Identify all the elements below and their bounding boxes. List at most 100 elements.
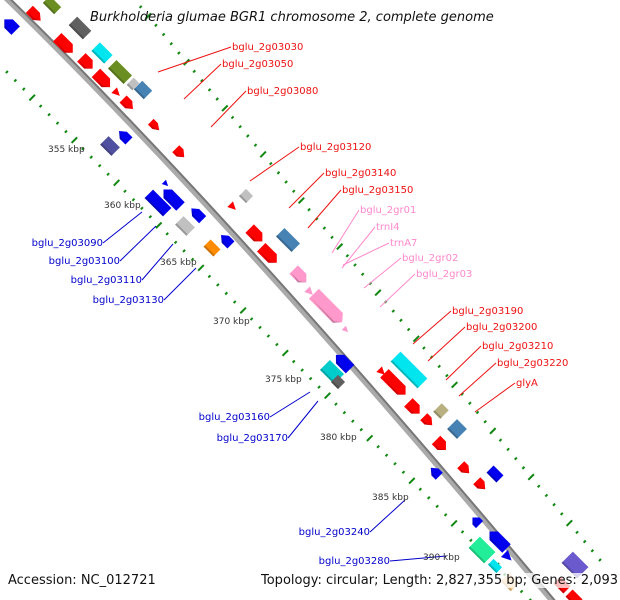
gene-label[interactable]: bglu_2g03100 <box>49 256 120 267</box>
leader-line <box>102 211 143 244</box>
gene-feature[interactable] <box>91 42 113 64</box>
tick-mark <box>148 215 153 219</box>
tick-mark <box>514 456 518 461</box>
gene-feature[interactable] <box>227 201 238 212</box>
gene-feature[interactable] <box>25 5 44 24</box>
gene-feature[interactable] <box>469 514 484 529</box>
gene-feature[interactable] <box>485 527 511 553</box>
gene-feature[interactable] <box>565 589 583 600</box>
tick-mark <box>460 530 465 534</box>
rna-label[interactable]: bglu_2gr03 <box>416 269 472 280</box>
gene-feature[interactable] <box>275 227 301 253</box>
gene-label[interactable]: bglu_2g03190 <box>452 306 523 317</box>
tick-label: 385 kbp <box>372 493 409 503</box>
gene-feature[interactable] <box>245 224 266 245</box>
gene-feature[interactable] <box>159 185 185 211</box>
rna-label[interactable]: trnA7 <box>390 238 417 249</box>
gene-feature[interactable] <box>238 188 254 204</box>
gene-label[interactable]: glyA <box>516 378 538 389</box>
gene-feature[interactable] <box>107 59 133 85</box>
gene-label[interactable]: bglu_2g03200 <box>466 322 537 333</box>
gene-feature[interactable] <box>330 374 346 390</box>
gene-label[interactable]: bglu_2g03050 <box>222 59 293 70</box>
gene-feature[interactable] <box>172 145 188 161</box>
gene-feature[interactable] <box>380 369 410 399</box>
gene-feature[interactable] <box>111 87 122 98</box>
gene-feature[interactable] <box>289 265 310 286</box>
tick-mark <box>559 512 564 516</box>
leader-line <box>341 226 376 269</box>
gene-feature[interactable] <box>68 16 92 40</box>
tick-mark <box>224 291 229 296</box>
rna-label[interactable]: bglu_2gr01 <box>360 205 416 216</box>
gene-feature[interactable] <box>308 288 347 327</box>
gene-label[interactable]: bglu_2g03080 <box>247 86 318 97</box>
gene-feature[interactable] <box>376 366 387 377</box>
gene-feature[interactable] <box>42 0 62 15</box>
tick-mark <box>565 519 573 527</box>
gene-label[interactable]: bglu_2g03280 <box>319 556 390 567</box>
gene-feature[interactable] <box>100 136 120 156</box>
gene-feature[interactable] <box>486 465 504 483</box>
gene-feature[interactable] <box>420 413 436 429</box>
gene-feature[interactable] <box>77 53 97 73</box>
gene-label[interactable]: bglu_2g03120 <box>300 142 371 153</box>
gene-label[interactable]: bglu_2g03030 <box>232 42 303 53</box>
gene-label[interactable]: bglu_2g03160 <box>199 412 270 423</box>
gene-feature[interactable] <box>256 242 281 267</box>
gene-feature[interactable] <box>404 398 424 418</box>
tick-mark <box>582 539 587 544</box>
gene-feature[interactable] <box>487 558 503 574</box>
tick-mark <box>38 104 43 108</box>
gene-feature[interactable] <box>447 419 467 439</box>
gene-feature[interactable] <box>0 15 20 35</box>
tick-mark <box>144 12 152 20</box>
gene-feature[interactable] <box>147 118 162 133</box>
tick-mark <box>154 23 158 28</box>
gene-feature[interactable] <box>203 239 221 257</box>
gene-feature[interactable] <box>431 435 450 454</box>
gene-label[interactable]: bglu_2g03170 <box>217 433 288 444</box>
gene-feature[interactable] <box>91 68 115 92</box>
gene-feature[interactable] <box>457 461 473 477</box>
gene-feature[interactable] <box>116 128 133 145</box>
gene-feature[interactable] <box>433 403 449 419</box>
gene-feature[interactable] <box>133 80 153 100</box>
leader-line <box>412 310 452 345</box>
gene-label[interactable]: bglu_2g03220 <box>497 358 568 369</box>
gene-label[interactable]: bglu_2g03130 <box>93 295 164 306</box>
gene-feature[interactable] <box>390 351 428 389</box>
tick-mark <box>215 97 219 101</box>
rna-label[interactable]: bglu_2gr02 <box>402 253 458 264</box>
gene-feature[interactable] <box>52 32 77 57</box>
tick-mark <box>376 444 380 449</box>
gene-label[interactable]: bglu_2g03140 <box>325 168 396 179</box>
gene-label[interactable]: bglu_2g03210 <box>482 341 553 352</box>
gene-feature[interactable] <box>161 179 170 188</box>
gene-feature[interactable] <box>332 351 355 374</box>
gene-feature[interactable] <box>304 286 315 297</box>
map-title: Burkholderia glumae BGR1 chromosome 2, c… <box>90 10 494 25</box>
tick-mark <box>131 198 136 202</box>
rna-label[interactable]: trnI4 <box>376 222 400 233</box>
gene-feature[interactable] <box>218 232 235 249</box>
gene-label[interactable]: bglu_2g03110 <box>71 275 142 286</box>
tick-mark <box>300 368 304 372</box>
gene-label[interactable]: bglu_2g03150 <box>342 185 413 196</box>
gene-feature[interactable] <box>188 205 207 224</box>
gene-feature[interactable] <box>175 216 195 236</box>
gene-feature[interactable] <box>468 536 496 564</box>
gene-feature[interactable] <box>473 477 489 493</box>
gene-label[interactable]: bglu_2g03090 <box>32 238 103 249</box>
gene-feature[interactable] <box>126 77 140 91</box>
gene-feature[interactable] <box>119 95 137 113</box>
genome-backbone <box>3 0 556 600</box>
gene-feature[interactable] <box>144 189 172 217</box>
gene-feature[interactable] <box>341 325 350 334</box>
tick-mark <box>544 493 549 498</box>
gene-feature[interactable] <box>427 464 443 480</box>
tick-mark <box>366 434 374 442</box>
tick-mark <box>238 124 242 129</box>
tick-mark <box>182 249 186 253</box>
gene-label[interactable]: bglu_2g03240 <box>299 527 370 538</box>
